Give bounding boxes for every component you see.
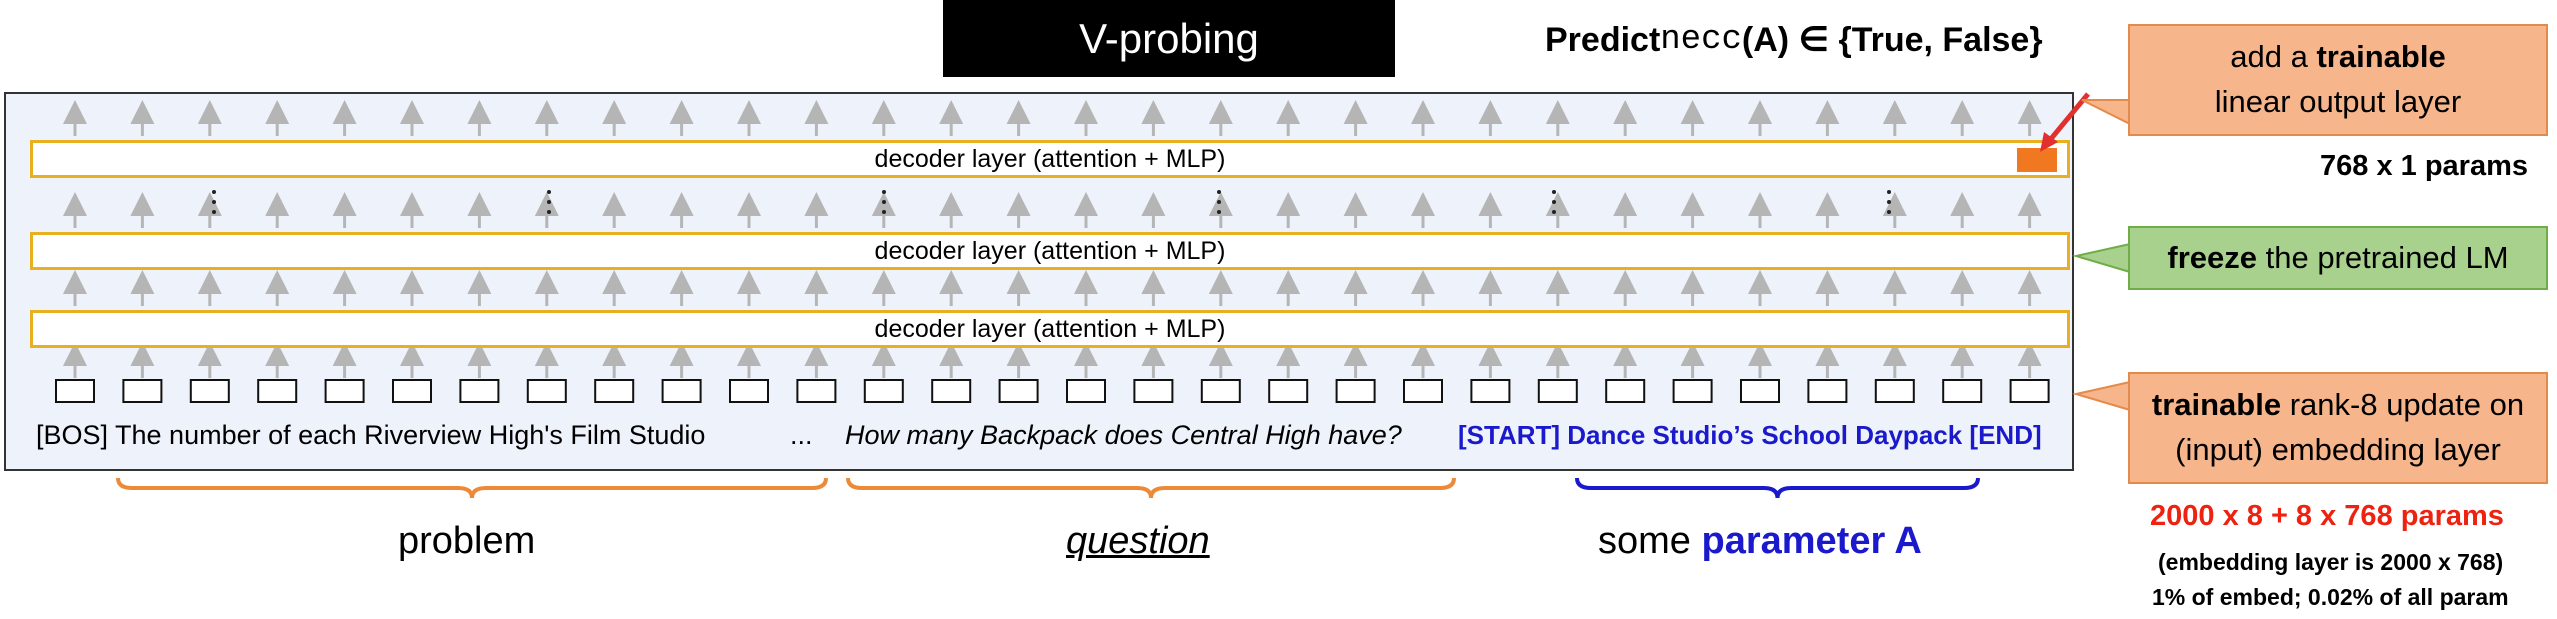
parameter-brace <box>1575 477 1980 499</box>
ellipsis-dot <box>1887 210 1891 214</box>
embed-note-2: 1% of embed; 0.02% of all param <box>2152 584 2509 610</box>
ellipsis-dot <box>547 200 551 204</box>
title: V-probing <box>1079 14 1259 62</box>
embed-callout-post1: rank-8 update on <box>2281 387 2525 423</box>
output-callout-bold: trainable <box>2316 39 2446 75</box>
output-callout-pre: add a <box>2230 39 2317 75</box>
ellipsis-dot <box>1217 190 1221 194</box>
token-box <box>1807 379 1848 403</box>
token-box <box>998 379 1039 403</box>
token-box <box>594 379 635 403</box>
output-callout-tail <box>2081 99 2131 126</box>
decoder-layer-bottom: decoder layer (attention + MLP) <box>30 310 2070 348</box>
output-layer-block <box>2017 148 2057 172</box>
token-box <box>257 379 298 403</box>
question-brace <box>846 477 1456 499</box>
token-box <box>863 379 904 403</box>
token-box <box>1537 379 1578 403</box>
token-box <box>796 379 837 403</box>
token-box <box>1200 379 1241 403</box>
freeze-callout-tail <box>2072 242 2131 274</box>
ellipsis-dot <box>547 190 551 194</box>
freeze-callout-bold: freeze <box>2167 239 2257 275</box>
ellipsis-dot <box>547 210 551 214</box>
ellipsis-dot <box>1887 200 1891 204</box>
token-box <box>189 379 230 403</box>
ellipsis-dot <box>882 190 886 194</box>
embed-note-1: (embedding layer is 2000 x 768) <box>2158 549 2504 575</box>
token-box <box>661 379 702 403</box>
token-box <box>1605 379 1646 403</box>
token-box <box>392 379 432 403</box>
frame-graphics <box>55 100 2050 403</box>
ellipsis-dot <box>882 210 886 214</box>
output-params: 768 x 1 params <box>2320 150 2528 182</box>
token-box <box>1268 379 1309 403</box>
parameter-label-name: parameter A <box>1701 520 1922 562</box>
token-box <box>122 379 163 403</box>
ellipsis-dot <box>1552 210 1556 214</box>
ellipsis-dot <box>882 200 886 204</box>
question-tokens: How many Backpack does Central High have… <box>845 420 1402 450</box>
predict-prefix: Predict <box>1545 20 1661 59</box>
token-box <box>1133 379 1174 403</box>
ellipsis-dot <box>1552 190 1556 194</box>
token-box <box>1942 379 1983 403</box>
predict-arg: (A) ∈ {True, False} <box>1741 21 2043 59</box>
ellipsis-dot <box>212 210 216 214</box>
question-label: question <box>1066 520 1210 562</box>
ellipsis-dot <box>212 190 216 194</box>
ellipsis-dot <box>1887 190 1891 194</box>
freeze-callout: freeze the pretrained LM <box>2128 226 2548 290</box>
token-box <box>1740 379 1780 403</box>
token-box <box>1874 379 1915 403</box>
embed-params: 2000 x 8 + 8 x 768 params <box>2150 500 2504 532</box>
problem-tokens: [BOS] The number of each Riverview High'… <box>36 420 706 450</box>
token-box <box>1672 379 1713 403</box>
ellipsis-dot <box>212 200 216 204</box>
token-box <box>55 379 95 403</box>
freeze-callout-post: the pretrained LM <box>2257 239 2509 275</box>
parameter-label: some parameter A <box>1598 520 1922 563</box>
output-callout-post: linear output layer <box>2214 84 2462 119</box>
problem-label: problem <box>398 520 536 562</box>
token-box <box>459 379 500 403</box>
ellipsis-dot <box>1217 210 1221 214</box>
problem-brace <box>116 477 828 499</box>
embed-callout-post2: (input) embedding layer <box>2175 432 2501 467</box>
token-box <box>931 379 972 403</box>
predict-label: Predict necc(A) ∈ {True, False} <box>1545 10 2105 70</box>
embedding-callout: trainable rank-8 update on (input) embed… <box>2128 372 2548 484</box>
token-box <box>1470 379 1511 403</box>
decoder-layer-top-label: decoder layer (attention + MLP) <box>874 144 1226 173</box>
decoder-layer-top: decoder layer (attention + MLP) <box>30 140 2070 178</box>
token-box <box>526 379 567 403</box>
token-box <box>1403 379 1443 403</box>
token-box <box>729 379 769 403</box>
embed-callout-tail <box>2072 380 2131 412</box>
token-box <box>1066 379 1106 403</box>
decoder-layer-bottom-label: decoder layer (attention + MLP) <box>874 314 1226 343</box>
param-tokens: [START] Dance Studio’s School Daypack [E… <box>1458 420 2042 450</box>
token-box <box>1335 379 1376 403</box>
tokens-ellipsis: ... <box>790 420 813 450</box>
ellipsis-dot <box>1217 200 1221 204</box>
parameter-label-prefix: some <box>1598 520 1702 562</box>
decoder-layer-middle: decoder layer (attention + MLP) <box>30 232 2070 270</box>
token-box <box>324 379 365 403</box>
predict-func: necc <box>1660 21 1742 59</box>
model-frame: decoder layer (attention + MLP) decoder … <box>4 92 2074 471</box>
ellipsis-dot <box>1552 200 1556 204</box>
token-box <box>2009 379 2050 403</box>
title-box: V-probing <box>943 0 1395 77</box>
output-layer-callout: add a trainable linear output layer <box>2128 24 2548 136</box>
embed-callout-bold: trainable <box>2151 387 2282 423</box>
decoder-layer-middle-label: decoder layer (attention + MLP) <box>874 236 1226 265</box>
